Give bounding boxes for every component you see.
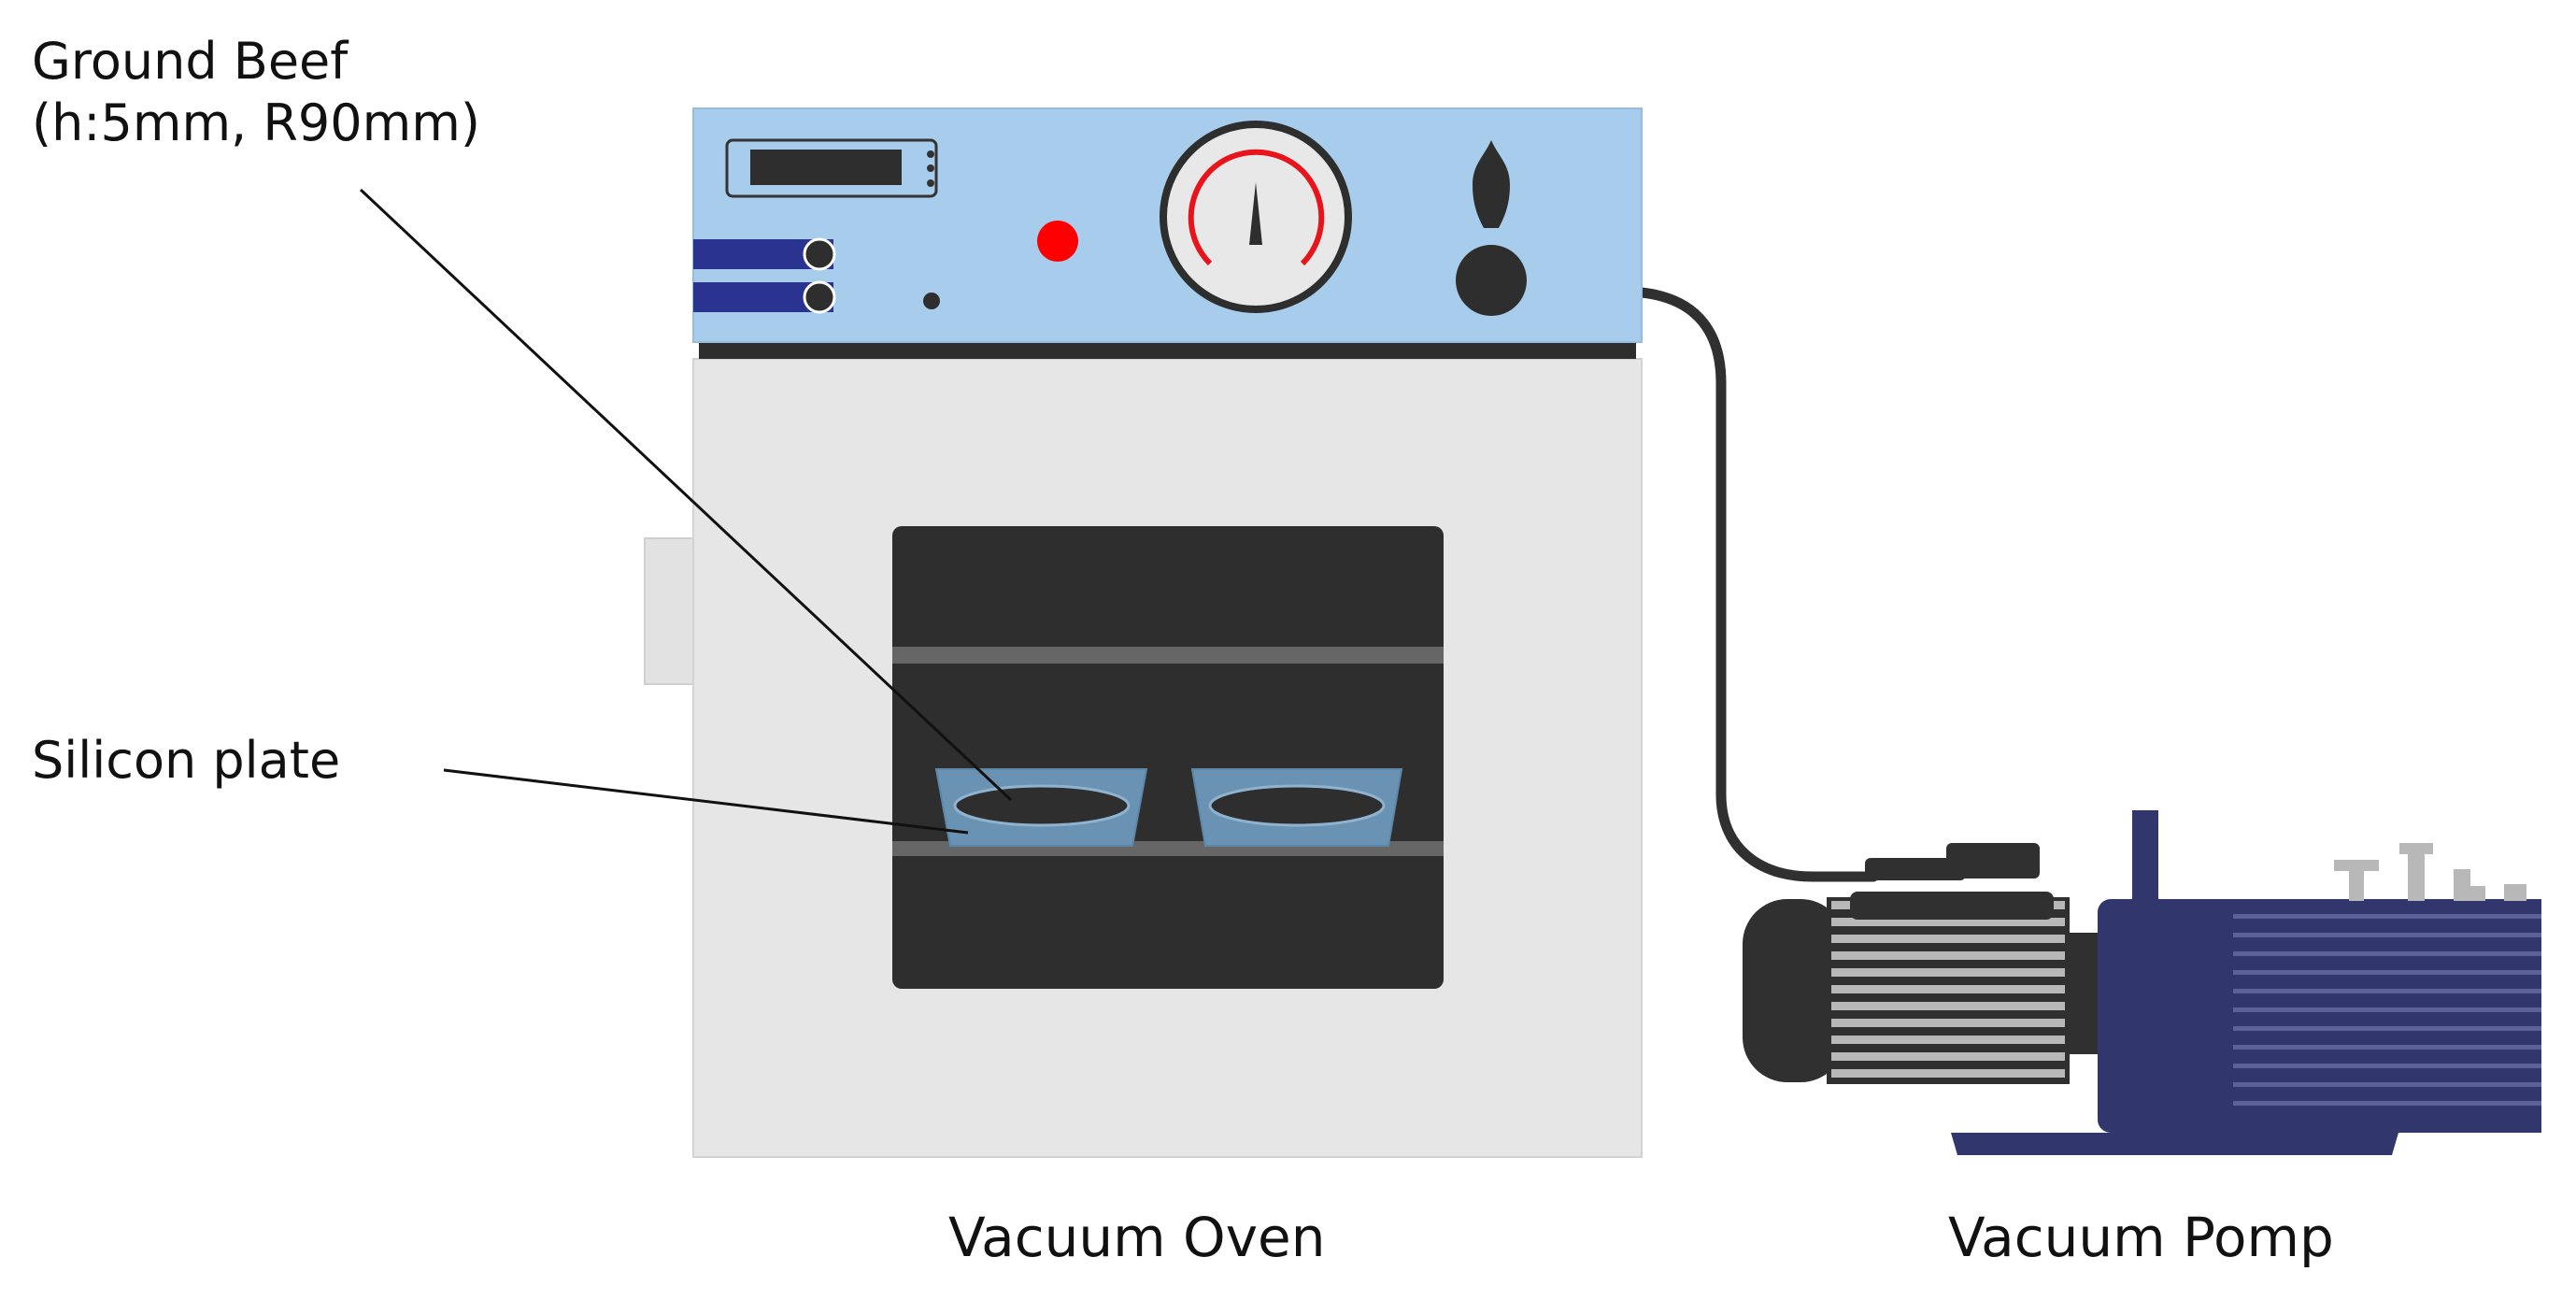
vacuum-pump: [1743, 810, 2541, 1155]
pump-base: [1951, 1133, 2398, 1155]
oven-shelf-upper: [892, 647, 1444, 664]
oven-seal-strip: [699, 342, 1636, 359]
digital-display-icon: [725, 138, 938, 198]
vacuum-oven: [644, 107, 1643, 1158]
valve-knob-icon: [1456, 140, 1527, 316]
ground-beef-sample-left: [953, 784, 1131, 827]
silicon-plate-left: [934, 768, 1148, 847]
pump-top-valves: [2334, 843, 2526, 901]
oven-window: [892, 526, 1444, 989]
vacuum-hose: [1636, 287, 1879, 882]
pump-housing-right: [2233, 899, 2541, 1133]
pump-housing-ribs: [2233, 914, 2541, 1106]
switch-button-2: [803, 280, 836, 314]
pump-terminal-cap: [1865, 858, 1966, 880]
panel-switch-stripes: [693, 237, 836, 314]
pump-housing-left: [2098, 899, 2247, 1133]
ground-beef-leader-line: [359, 188, 1013, 802]
silicon-plate-right: [1190, 768, 1403, 847]
silicon-plate-label: Silicon plate: [32, 731, 341, 790]
red-indicator-light: [1037, 221, 1078, 262]
ground-beef-label-line1: Ground Beef: [32, 32, 349, 91]
vacuum-oven-caption: Vacuum Oven: [948, 1206, 1326, 1269]
ground-beef-sample-right: [1208, 784, 1386, 827]
oven-door-handle: [644, 537, 698, 685]
pump-motor-cap: [1743, 899, 1845, 1082]
panel-small-dot: [923, 293, 940, 309]
pump-exhaust-pipe: [2132, 810, 2158, 904]
silicon-plate-leader-line: [443, 768, 969, 835]
pressure-gauge-icon: [1160, 121, 1352, 313]
pump-terminal-base: [1850, 892, 2054, 920]
vacuum-pump-caption: Vacuum Pomp: [1948, 1206, 2334, 1269]
ground-beef-label-line2: (h:5mm, R90mm): [32, 93, 480, 152]
pump-terminal-box: [1946, 843, 2040, 879]
switch-button-1: [803, 237, 836, 271]
